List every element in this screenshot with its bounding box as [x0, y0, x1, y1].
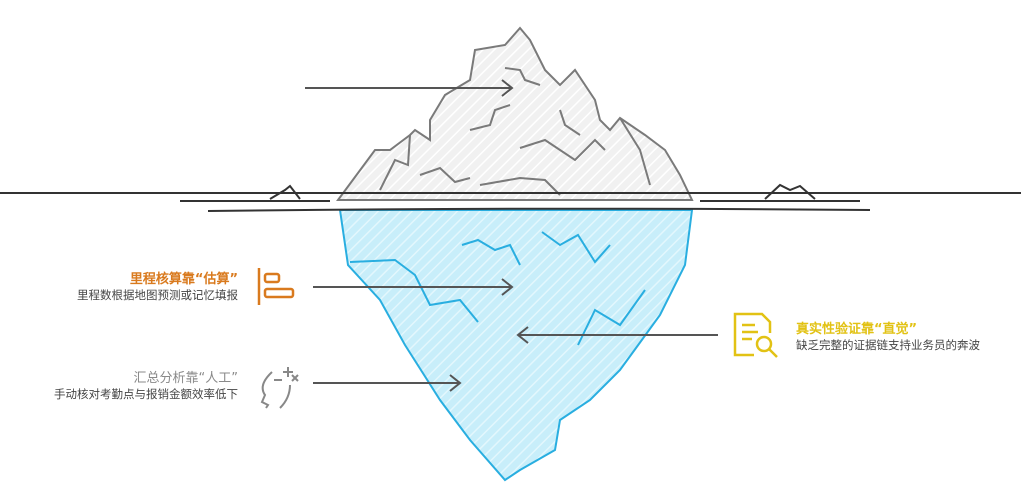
item-desc: 手动核对考勤点与报销金额效率低下	[54, 387, 238, 401]
item-analysis: 汇总分析靠“人工” 手动核对考勤点与报销金额效率低下	[54, 367, 238, 402]
arrows	[305, 79, 718, 392]
item-title: 真实性验证靠“直觉”	[796, 322, 918, 337]
item-verification: 真实性验证靠“直觉” 缺乏完整的证据链支持业务员的奔波	[796, 318, 980, 353]
iceberg-tip	[336, 26, 694, 201]
align-left-icon	[257, 268, 295, 305]
item-desc: 缺乏完整的证据链支持业务员的奔波	[796, 338, 980, 352]
water-line	[0, 183, 1021, 212]
item-title: 汇总分析靠“人工”	[133, 371, 238, 386]
item-mileage: 里程核算靠“估算” 里程数根据地图预测或记忆填报	[77, 268, 238, 303]
item-desc: 里程数根据地图预测或记忆填报	[77, 288, 238, 302]
head-math-icon	[260, 367, 299, 409]
document-search-icon	[733, 312, 778, 358]
item-title: 里程核算靠“估算”	[129, 272, 238, 287]
iceberg-underwater	[338, 209, 694, 482]
